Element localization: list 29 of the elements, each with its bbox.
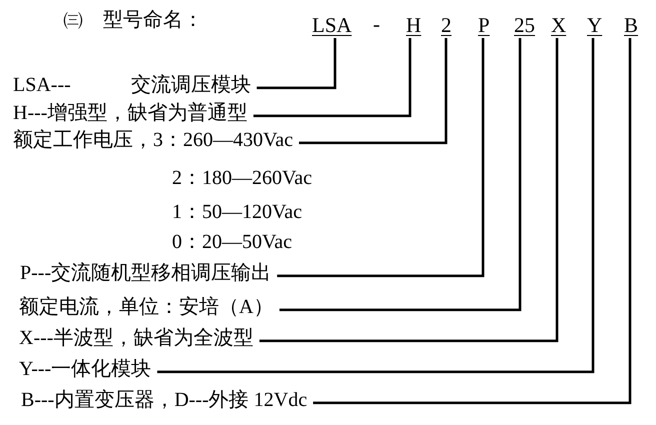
code-description: P---交流随机型移相调压输出 bbox=[20, 261, 272, 285]
leader-line bbox=[157, 38, 594, 374]
code-description: H---增强型，缺省为普通型 bbox=[13, 101, 248, 125]
leader-line bbox=[256, 38, 336, 90]
leader-line bbox=[313, 38, 632, 404]
leader-line bbox=[259, 38, 558, 342]
model-code-part: B bbox=[624, 12, 638, 38]
model-code-part: P bbox=[478, 12, 490, 38]
voltage-option: 1：50—120Vac bbox=[172, 200, 302, 224]
code-description: X---半波型，缺省为全波型 bbox=[19, 326, 254, 350]
code-description: 额定电流，单位：安培（A） bbox=[19, 295, 274, 319]
code-description: 额定工作电压，3：260—430Vac bbox=[13, 128, 293, 152]
model-code-part: 2 bbox=[441, 12, 452, 38]
leader-line bbox=[253, 38, 412, 118]
voltage-option: 0：20—50Vac bbox=[172, 230, 292, 254]
code-description: Y---一体化模块 bbox=[19, 357, 152, 381]
model-code-part: LSA bbox=[312, 12, 352, 38]
title: ㈢ 型号命名： bbox=[63, 8, 203, 32]
separator-dash: - bbox=[373, 12, 380, 36]
model-code-part: 25 bbox=[514, 12, 535, 38]
leader-line bbox=[298, 38, 448, 144]
voltage-option: 2：180—260Vac bbox=[172, 166, 312, 190]
leader-line bbox=[279, 38, 522, 312]
model-code-part: X bbox=[551, 12, 566, 38]
leader-line bbox=[277, 38, 484, 278]
model-code-part: H bbox=[406, 12, 422, 38]
model-code-part: Y bbox=[587, 12, 602, 38]
code-description: LSA--- 交流调压模块 bbox=[13, 73, 251, 97]
code-description: B---内置变压器，D---外接 12Vdc bbox=[21, 388, 308, 412]
